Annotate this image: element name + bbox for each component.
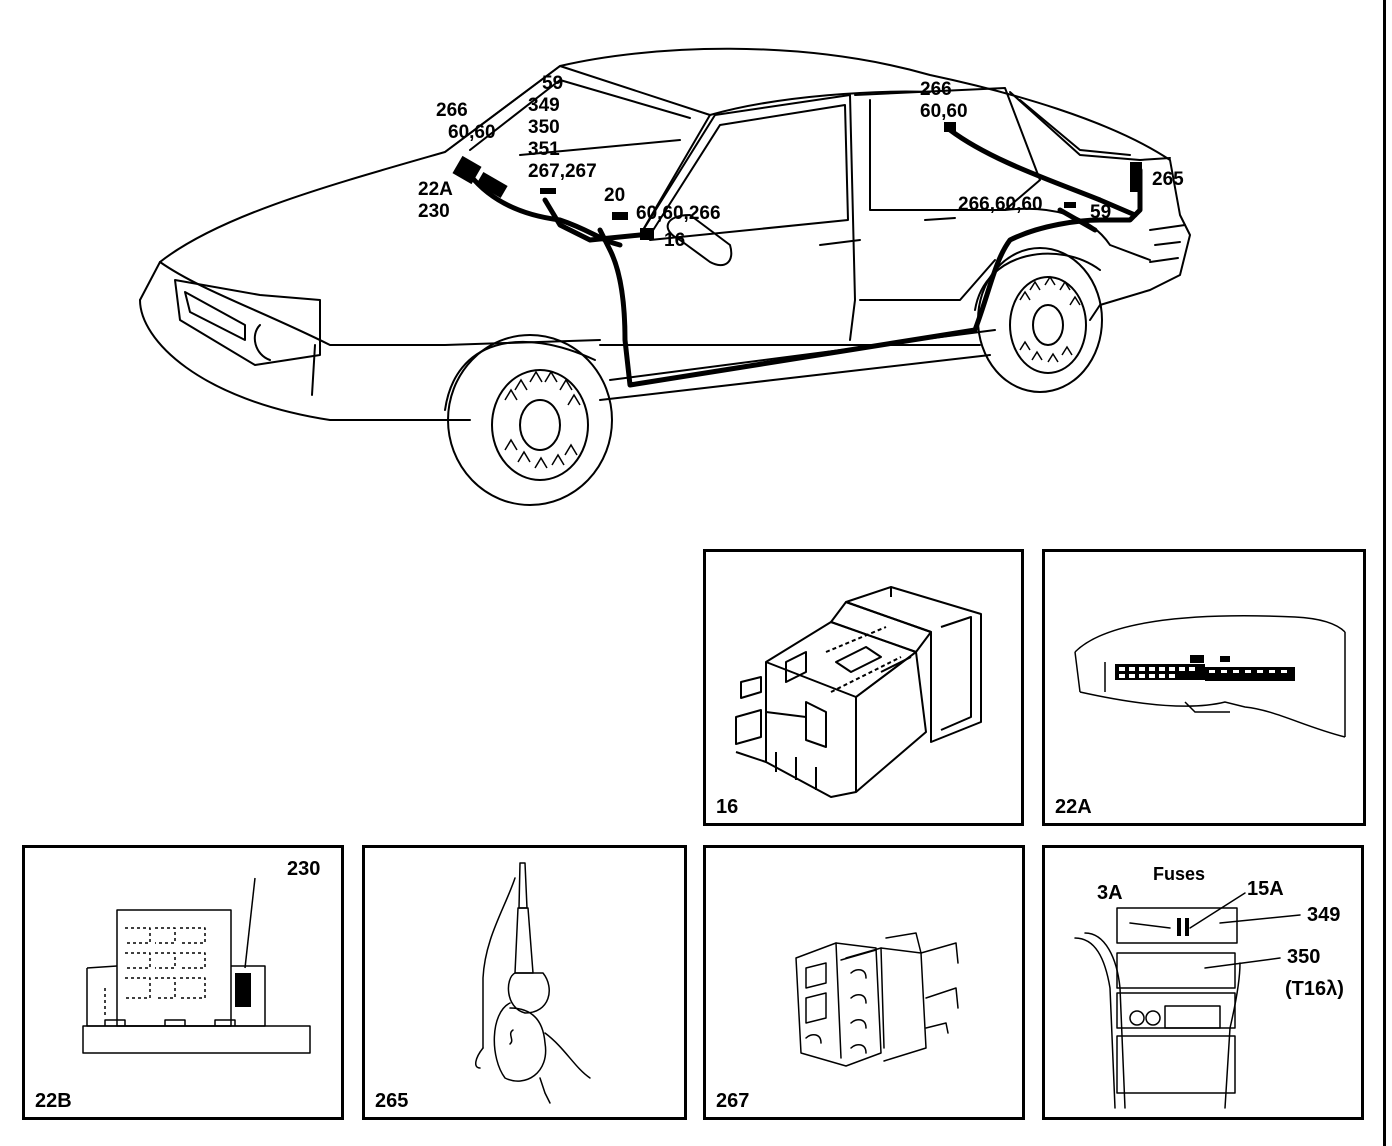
connector-267-drawing: [795, 932, 959, 1067]
front-wheel: [447, 334, 613, 506]
fuse-15a-label: 15A: [1247, 878, 1284, 900]
panel-label-22a: 22A: [1055, 796, 1092, 818]
panel-fuses: Fuses 3A 15A 349 350 (T16λ): [1042, 845, 1364, 1120]
fuse-box-22a-drawing: [1074, 615, 1346, 738]
connector-blocks: [452, 122, 1142, 240]
wiring-harness: [467, 127, 1143, 388]
windshield: [444, 65, 711, 236]
callout-59-rear: 59: [1090, 202, 1112, 223]
panel-265-antenna: 265: [362, 845, 687, 1120]
callout-266-front: 266: [436, 100, 468, 121]
callout-266-rear: 266: [920, 79, 952, 100]
fuse-3a-label: 3A: [1097, 882, 1123, 904]
callout-350-note: (T16λ): [1285, 978, 1344, 1000]
panel-label-22b: 22B: [35, 1090, 72, 1112]
callout-266-60-60: 266,60,60: [958, 194, 1043, 215]
callout-60-60-266: 60,60,266: [636, 203, 721, 224]
side-mirror: [666, 214, 733, 267]
callout-60-60-rear: 60,60: [920, 101, 968, 122]
panel-22a-fuse-box: 22A: [1042, 549, 1366, 826]
antenna-265-drawing: [475, 862, 591, 1104]
callout-20: 20: [604, 185, 626, 206]
callout-59-front: 59: [542, 73, 564, 94]
callout-16: 16: [664, 230, 686, 251]
callout-230: 230: [418, 201, 450, 222]
car-overview-drawing: [139, 47, 1191, 506]
callout-349: 349: [528, 95, 560, 116]
panel-267-connector: 267: [703, 845, 1025, 1120]
fuses-console-drawing: [1074, 892, 1301, 1109]
callout-267-267: 267,267: [528, 161, 597, 182]
callout-350-panel: 350: [1287, 946, 1321, 968]
panel-label-267: 267: [716, 1090, 750, 1112]
front-door: [639, 94, 856, 341]
car-body-outline: [159, 47, 1191, 321]
callout-230-panel: 230: [287, 858, 321, 880]
front-grille: [174, 279, 321, 366]
relay-box-22b-drawing: [82, 877, 311, 1054]
callout-60-60-front: 60,60: [448, 122, 496, 143]
page-border: [1383, 0, 1386, 1146]
connector-16-drawing: [735, 586, 982, 798]
callout-265: 265: [1152, 169, 1184, 190]
callout-350: 350: [528, 117, 560, 138]
rear-door: [854, 87, 1041, 211]
fuses-title: Fuses: [1153, 864, 1206, 884]
panel-16-connector: 16: [703, 549, 1024, 826]
callout-351: 351: [528, 139, 560, 160]
panel-label-265: 265: [375, 1090, 409, 1112]
callout-349-panel: 349: [1307, 904, 1341, 926]
panel-label-16: 16: [716, 796, 739, 818]
panel-22b-relay-box: 230 22B: [22, 845, 344, 1120]
callout-22a: 22A: [418, 179, 453, 200]
